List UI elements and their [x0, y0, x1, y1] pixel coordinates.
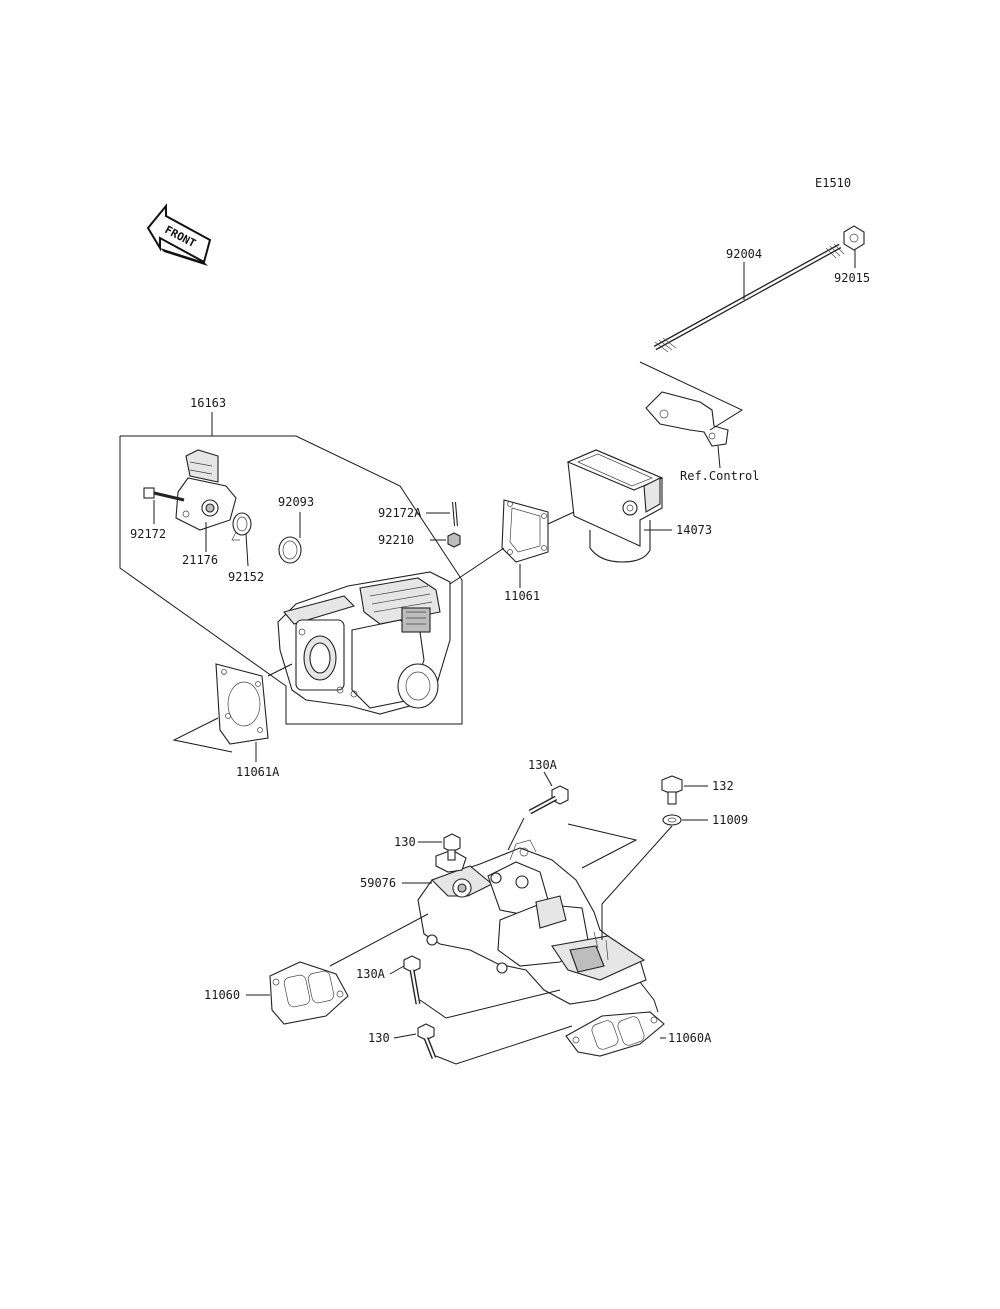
label-92093: 92093 — [278, 495, 314, 509]
duct-14073 — [566, 449, 664, 563]
label-92210: 92210 — [378, 533, 414, 547]
gasket-11060 — [269, 961, 349, 1025]
gasket-11060A — [565, 1011, 665, 1057]
stud-92004 — [653, 243, 845, 353]
label-92015: 92015 — [834, 271, 870, 285]
clip-92152 — [231, 512, 252, 541]
label-11060: 11060 — [204, 988, 240, 1002]
bolt-130A-top — [528, 785, 569, 815]
label-59076: 59076 — [360, 876, 396, 890]
bolt-130-bot — [417, 1023, 437, 1059]
front-arrow-icon: FRONT — [146, 203, 212, 266]
label-11061: 11061 — [504, 589, 540, 603]
gasket-11061 — [501, 499, 549, 563]
nut-92210 — [447, 532, 461, 548]
label-92152: 92152 — [228, 570, 264, 584]
label-92004: 92004 — [726, 247, 762, 261]
label-130A-mid: 130A — [356, 967, 386, 981]
label-11061A: 11061A — [236, 765, 280, 779]
bolt-130A-mid — [403, 955, 421, 1005]
diagram-code: E1510 — [815, 176, 851, 190]
label-16163: 16163 — [190, 396, 226, 410]
ref-control-label: Ref.Control — [680, 469, 759, 483]
control-bracket — [645, 391, 729, 447]
screw-92172 — [143, 487, 185, 502]
label-92172A: 92172A — [378, 506, 422, 520]
label-14073: 14073 — [676, 523, 712, 537]
label-21176: 21176 — [182, 553, 218, 567]
label-132: 132 — [712, 779, 734, 793]
throttle-body — [277, 571, 451, 715]
stud-92172A — [452, 501, 458, 527]
label-92172: 92172 — [130, 527, 166, 541]
label-130A-top: 130A — [528, 758, 558, 772]
washer-11009 — [662, 814, 682, 826]
nut-92015 — [843, 225, 865, 251]
label-130-bot: 130 — [368, 1031, 390, 1045]
oring-92093 — [278, 536, 302, 564]
bolt-132 — [661, 775, 683, 805]
label-11009: 11009 — [712, 813, 748, 827]
gasket-11061A — [215, 663, 269, 745]
bolt-130-top — [443, 833, 461, 861]
label-130-top: 130 — [394, 835, 416, 849]
intake-manifold — [417, 839, 647, 1005]
sensor-21176 — [175, 449, 237, 531]
label-11060A: 11060A — [668, 1031, 712, 1045]
